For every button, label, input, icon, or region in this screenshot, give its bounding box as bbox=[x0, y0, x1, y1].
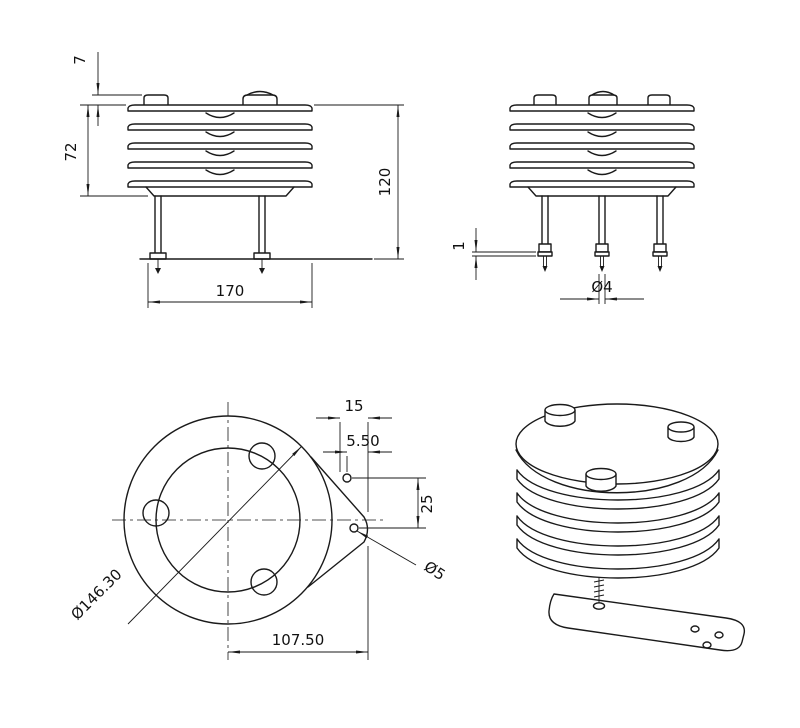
front-cap-right bbox=[242, 94, 278, 106]
dim-72-label: 72 bbox=[62, 142, 80, 161]
side-view: 1 Ø4 bbox=[450, 90, 695, 304]
front-dimensions: 7 72 120 170 bbox=[62, 52, 404, 308]
iso-louver-bands bbox=[516, 469, 720, 579]
dim-120-label: 120 bbox=[376, 168, 394, 197]
iso-plate-hole bbox=[690, 625, 700, 633]
front-legs bbox=[139, 195, 373, 274]
tab-small-hole bbox=[342, 473, 352, 483]
tab-small-hole bbox=[349, 523, 359, 533]
front-view: 7 72 120 170 bbox=[62, 52, 404, 308]
diameter-leader bbox=[127, 446, 302, 625]
iso-bottom-screw bbox=[592, 577, 606, 610]
side-cap-right bbox=[647, 94, 671, 106]
mounting-hole bbox=[142, 499, 170, 527]
dim-dia5-label: Ø5 bbox=[421, 557, 449, 584]
front-cap-left bbox=[143, 94, 169, 106]
mounting-hole bbox=[248, 442, 276, 470]
bottom-view: 15 5.50 25 Ø5 Ø146.30 107.50 bbox=[67, 397, 449, 660]
dim-170-label: 170 bbox=[216, 282, 245, 300]
iso-mounting-plate bbox=[548, 593, 746, 652]
dim-107-50-label: 107.50 bbox=[272, 631, 325, 649]
isometric-view bbox=[515, 403, 746, 652]
flange-tab bbox=[307, 456, 369, 588]
iso-plate-hole bbox=[714, 631, 724, 639]
flange-outer-circle bbox=[123, 415, 333, 625]
dim-dia146-label: Ø146.30 bbox=[67, 565, 125, 623]
side-cap-left bbox=[533, 94, 557, 106]
mounting-hole bbox=[250, 568, 278, 596]
dim-1-label: 1 bbox=[450, 241, 468, 251]
side-legs bbox=[537, 195, 668, 272]
dim-25-label: 25 bbox=[418, 494, 436, 513]
dim-7-label: 7 bbox=[71, 55, 89, 65]
dim-15-label: 15 bbox=[344, 397, 363, 415]
side-louver-stack bbox=[509, 104, 695, 197]
iso-top-knobs bbox=[544, 403, 695, 492]
dim-dia4-label: Ø4 bbox=[591, 278, 612, 296]
dim-5-50-label: 5.50 bbox=[346, 432, 379, 450]
side-cap-middle bbox=[588, 94, 618, 106]
front-louver-stack bbox=[127, 104, 313, 197]
iso-plate-hole bbox=[702, 641, 712, 649]
side-dimensions: 1 Ø4 bbox=[450, 228, 644, 304]
flange-inner-circle bbox=[155, 447, 301, 593]
